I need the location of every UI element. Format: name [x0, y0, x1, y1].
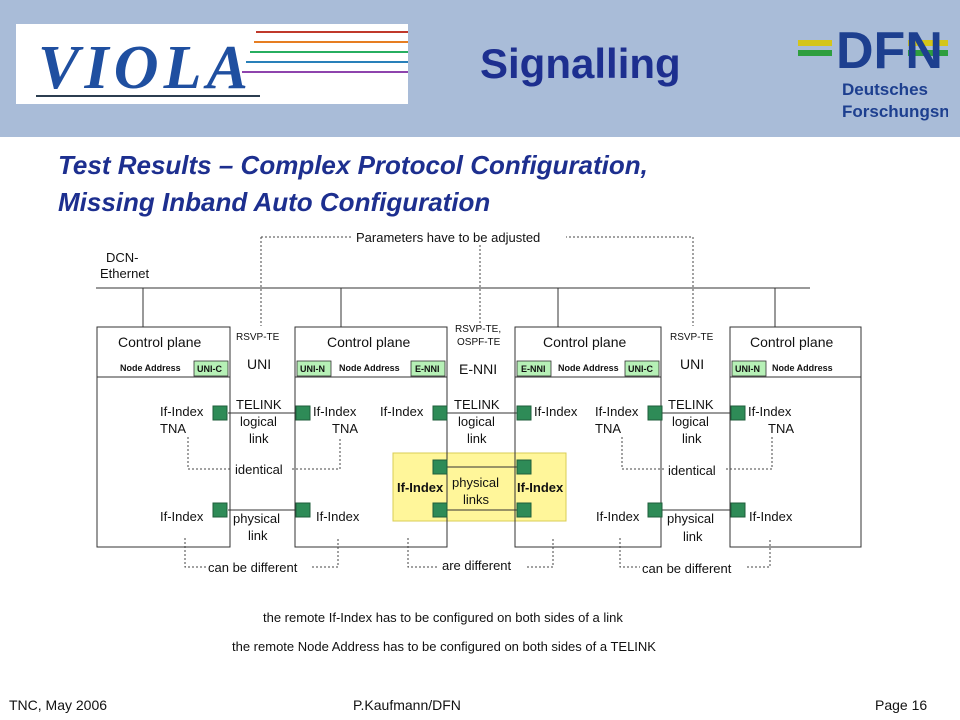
gap-mid-are-different: are different — [442, 558, 512, 573]
node-2-ifindex-top-left: If-Index — [313, 404, 357, 419]
node-1-tna: TNA — [160, 421, 186, 436]
node-4-ifindex-bottom: If-Index — [749, 509, 793, 524]
port-square — [212, 405, 228, 421]
control-plane-node-2 — [294, 326, 448, 548]
subtitle-line-1: Test Results – Complex Protocol Configur… — [58, 150, 648, 180]
gap-right-link: link — [682, 431, 702, 446]
control-plane-node-1 — [96, 326, 231, 548]
node-1-title: Control plane — [118, 334, 201, 350]
protocol-uni-left: UNI — [247, 356, 271, 372]
rsvp-te-ospf-line2: OSPF-TE — [457, 337, 501, 348]
dfn-logo: DFN Deutsches Forschungsnetz — [798, 14, 948, 126]
node-3-address: Node Address — [558, 363, 619, 373]
node-2-ifindex-bottom: If-Index — [316, 509, 360, 524]
note-remote-node-address: the remote Node Address has to be config… — [232, 639, 656, 654]
dfn-logo-main: DFN — [836, 22, 943, 80]
node-1-ifindex-bottom: If-Index — [160, 509, 204, 524]
rsvp-te-right: RSVP-TE — [670, 332, 714, 343]
gap-right-logical: logical — [672, 414, 709, 429]
gap-mid-links: links — [463, 492, 490, 507]
gap-mid-telink: TELINK — [454, 397, 500, 412]
gap-left-telink: TELINK — [236, 397, 282, 412]
port-square — [212, 502, 228, 518]
node-4-address: Node Address — [772, 363, 833, 373]
gap-mid-physical: physical — [452, 475, 499, 490]
gap-left-logical: logical — [240, 414, 277, 429]
gap-left-can-be-different: can be different — [208, 560, 298, 575]
node-3-ifindex-bottom: If-Index — [596, 509, 640, 524]
node-3-port-uni-c: UNI-C — [628, 364, 653, 374]
note-remote-ifindex: the remote If-Index has to be configured… — [263, 610, 623, 625]
gap-mid-ifindex-left: If-Index — [397, 480, 444, 495]
port-square — [730, 502, 746, 518]
dfn-logo-line1: Deutsches — [842, 80, 928, 99]
gap-mid-link: link — [467, 431, 487, 446]
slide-subtitle: Test Results – Complex Protocol Configur… — [58, 147, 648, 221]
node-4-ifindex-top: If-Index — [748, 404, 792, 419]
parameters-label: Parameters have to be adjusted — [356, 230, 540, 245]
gap-left-identical: identical — [235, 462, 283, 477]
port-square — [647, 502, 663, 518]
node-2-ifindex-top-right: If-Index — [380, 404, 424, 419]
port-square — [730, 405, 746, 421]
gap-left-physical: physical — [233, 511, 280, 526]
slide-header: VIOLA Signalling DFN Deutsches Forschung… — [0, 0, 960, 137]
footer-left: TNC, May 2006 — [9, 697, 108, 713]
port-square — [432, 459, 448, 475]
node-2-port-e-nni: E-NNI — [415, 364, 440, 374]
control-plane-node-4 — [729, 326, 862, 548]
port-square — [295, 502, 311, 518]
node-3-ifindex-top-right: If-Index — [595, 404, 639, 419]
gap-right-physical: physical — [667, 511, 714, 526]
dfn-logo-line2: Forschungsnetz — [842, 102, 948, 121]
node-2-tna: TNA — [332, 421, 358, 436]
node-3-ifindex-top-left: If-Index — [534, 404, 578, 419]
subtitle-line-2: Missing Inband Auto Configuration — [58, 187, 491, 217]
node-4-port-uni-n: UNI-N — [735, 364, 760, 374]
dcn-ethernet-bus — [96, 287, 810, 327]
dcn-label-line2: Ethernet — [100, 266, 150, 281]
node-2-port-uni-n: UNI-N — [300, 364, 325, 374]
gap-right-identical: identical — [668, 463, 716, 478]
node-2-title: Control plane — [327, 334, 410, 350]
footer-page-number: Page 16 — [875, 697, 928, 713]
gap-right-physical-link: link — [683, 529, 703, 544]
protocol-e-nni: E-NNI — [459, 361, 497, 377]
rsvp-te-left: RSVP-TE — [236, 332, 280, 343]
node-4-tna: TNA — [768, 421, 794, 436]
parameters-bracket — [260, 236, 694, 326]
port-square — [432, 405, 448, 421]
protocol-uni-right: UNI — [680, 356, 704, 372]
port-square — [432, 502, 448, 518]
rsvp-te-ospf-line1: RSVP-TE, — [455, 324, 501, 335]
node-3-tna: TNA — [595, 421, 621, 436]
port-square — [647, 405, 663, 421]
node-1-ifindex-top: If-Index — [160, 404, 204, 419]
port-square — [516, 459, 532, 475]
viola-logo-text: VIOLA — [38, 34, 248, 102]
gap-right-can-be-different: can be different — [642, 561, 732, 576]
dcn-label-line1: DCN- — [106, 250, 139, 265]
gap-mid-logical: logical — [458, 414, 495, 429]
control-plane-node-3 — [514, 326, 662, 548]
node-4-title: Control plane — [750, 334, 833, 350]
node-3-title: Control plane — [543, 334, 626, 350]
port-square — [516, 405, 532, 421]
node-1-address: Node Address — [120, 363, 181, 373]
node-3-port-e-nni: E-NNI — [521, 364, 546, 374]
gap-right-telink: TELINK — [668, 397, 714, 412]
gap-mid-ifindex-right: If-Index — [517, 480, 564, 495]
viola-logo: VIOLA — [16, 24, 408, 104]
gap-left-link: link — [249, 431, 269, 446]
gap-left-physical-link: link — [248, 528, 268, 543]
node-1-port-uni-c: UNI-C — [197, 364, 222, 374]
page-title: Signalling — [480, 40, 681, 87]
port-square — [295, 405, 311, 421]
footer-center: P.Kaufmann/DFN — [353, 697, 461, 713]
node-2-address: Node Address — [339, 363, 400, 373]
port-square — [516, 502, 532, 518]
